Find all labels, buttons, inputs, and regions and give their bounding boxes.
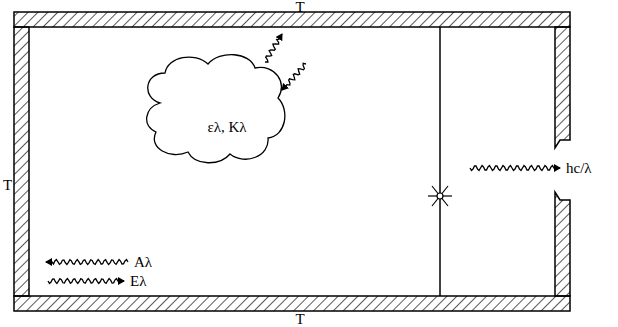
- cloud: ελ, Kλ: [140, 48, 290, 168]
- cloud-label: ελ, Kλ: [207, 120, 246, 135]
- temperature-label: T: [3, 178, 12, 193]
- absorption-label: Aλ: [134, 255, 152, 270]
- wavy-arrow: [282, 63, 306, 90]
- temperature-label: T: [295, 312, 304, 327]
- wavy-arrow: [48, 279, 124, 284]
- wavy-arrows: [46, 34, 560, 284]
- partition: [439, 27, 441, 296]
- photon-energy-label: hc/λ: [566, 161, 592, 176]
- wavy-arrow: [265, 34, 282, 62]
- wavy-arrow: [470, 166, 560, 171]
- filter-star: [428, 186, 452, 206]
- temperature-label: T: [295, 0, 304, 15]
- cloud-outline: [140, 48, 290, 168]
- emission-label: Eλ: [130, 274, 146, 289]
- hatched-wall: [14, 12, 570, 311]
- wavy-arrow: [46, 260, 128, 265]
